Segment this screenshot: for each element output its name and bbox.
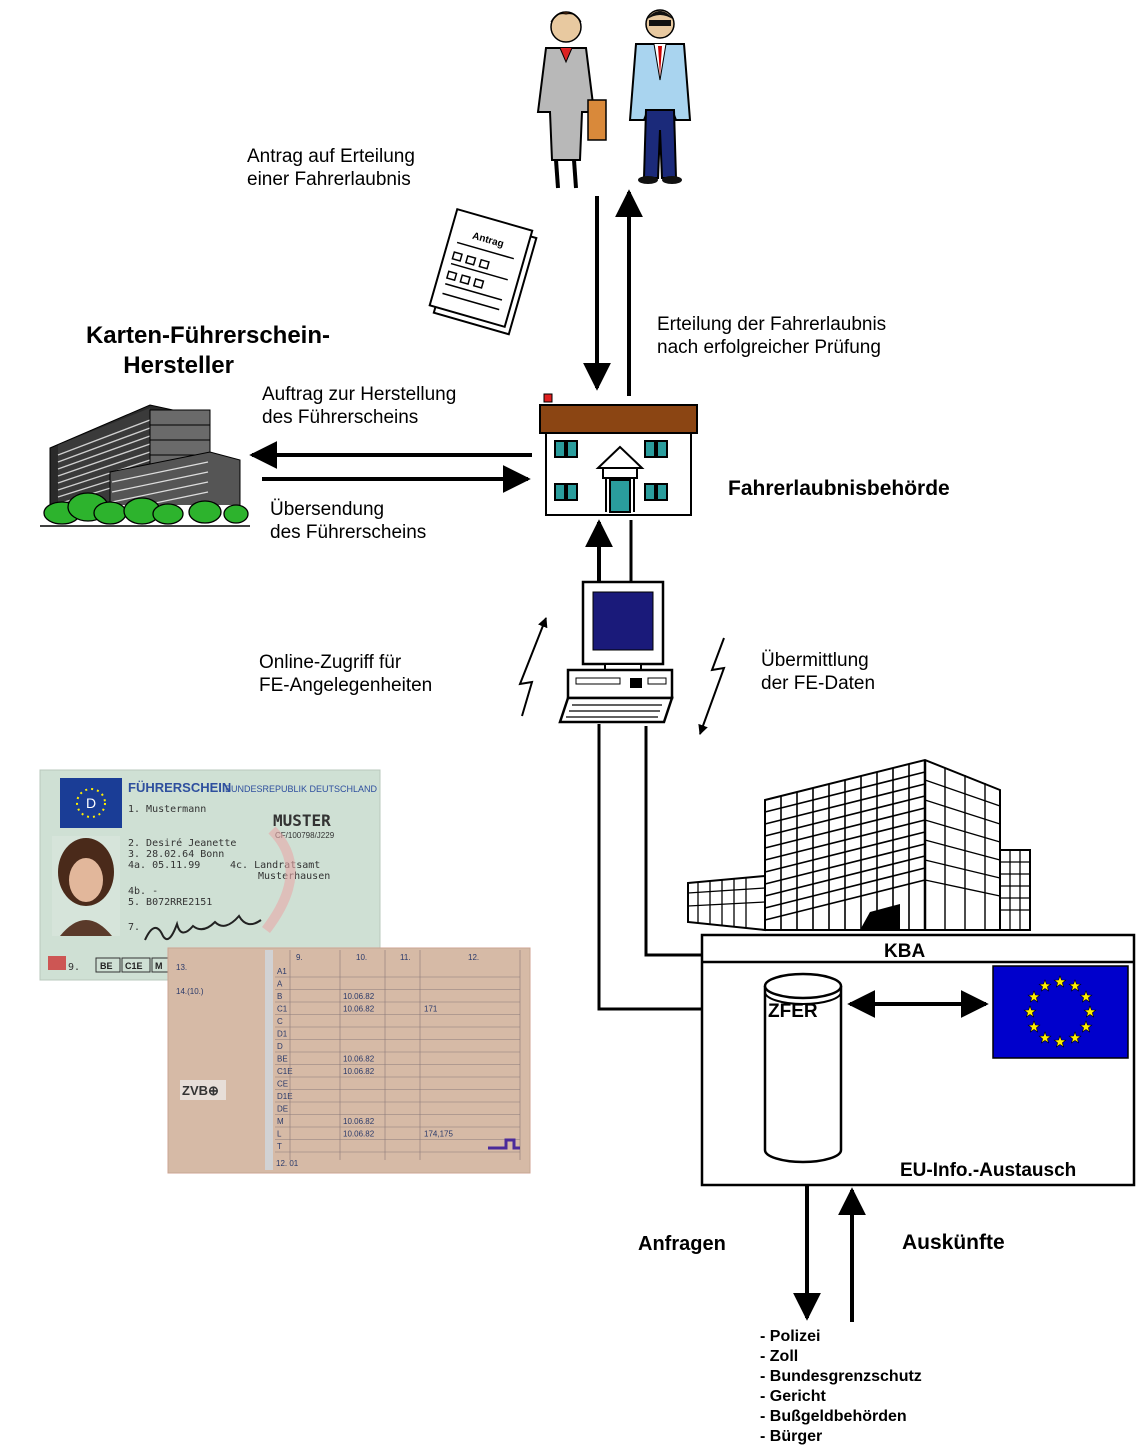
- anfragen-label: Anfragen: [638, 1233, 726, 1255]
- eu-star-icon: [1038, 979, 1052, 992]
- eu-star-icon: [1079, 1020, 1093, 1033]
- license-category-label: M: [277, 1117, 284, 1126]
- antrag-label: Antrag auf Erteilung einer Fahrerlaubnis: [247, 146, 415, 190]
- computer-to-zfer-arrow-1: [597, 724, 735, 1020]
- recipient-item: - Polizei: [760, 1328, 821, 1345]
- license-category-label: DE: [277, 1105, 288, 1114]
- lightning-transfer-icon: [698, 637, 726, 735]
- eu-star-icon: [1068, 1031, 1082, 1044]
- recipient-item: - Gericht: [760, 1388, 826, 1405]
- license-date-label: 10.06.82: [343, 1117, 375, 1126]
- application-document-icon: Antrag: [428, 207, 538, 336]
- recipient-item: - Bundesgrenzschutz: [760, 1368, 922, 1385]
- license-note-label: 171: [424, 1005, 438, 1014]
- license-category-label: C: [277, 1017, 283, 1026]
- eu-exchange-label: EU-Info.-Austausch: [900, 1160, 1076, 1181]
- manufacturer-title: Karten-Führerschein- Hersteller: [85, 322, 330, 379]
- recipient-item: - Bußgeldbehörden: [760, 1408, 907, 1425]
- svg-text:14.(10.): 14.(10.): [176, 987, 204, 996]
- svg-text:1. Mustermann: 1. Mustermann: [128, 804, 206, 815]
- computer-icon: [558, 580, 674, 724]
- kba-title: KBA: [884, 941, 925, 962]
- auftrag-label: Auftrag zur Herstellung des Führerschein…: [262, 384, 457, 428]
- svg-text:CF/100798/J229: CF/100798/J229: [275, 831, 335, 840]
- eu-star-icon: [1038, 1031, 1052, 1044]
- eu-flag-icon: [992, 965, 1129, 1059]
- eu-star-icon: [1068, 979, 1082, 992]
- eu-star-icon: [1023, 1005, 1037, 1018]
- license-category-label: CE: [277, 1080, 288, 1089]
- license-category-label: L: [277, 1130, 282, 1139]
- eu-star-icon: [1079, 990, 1093, 1003]
- license-date-label: 10.06.82: [343, 1067, 375, 1076]
- license-note-label: 174,175: [424, 1130, 453, 1139]
- license-date-label: 10.06.82: [343, 1055, 375, 1064]
- license-category-label: A1: [277, 967, 287, 976]
- svg-text:4c. Landratsamt: 4c. Landratsamt: [230, 860, 320, 871]
- citizens-icon: [536, 9, 692, 189]
- svg-text:BE: BE: [100, 961, 113, 971]
- license-category-label: C1E: [277, 1067, 293, 1076]
- svg-text:C1E: C1E: [125, 961, 143, 971]
- erteilung-label: Erteilung der Fahrerlaubnis nach erfolgr…: [657, 314, 887, 358]
- license-date-label: 10.06.82: [343, 992, 375, 1001]
- svg-text:3. 28.02.64 Bonn: 3. 28.02.64 Bonn: [128, 849, 224, 860]
- license-category-label: B: [277, 992, 282, 1001]
- auskuenfte-label: Auskünfte: [902, 1231, 1005, 1254]
- svg-text:13.: 13.: [176, 963, 187, 972]
- svg-text:9.: 9.: [296, 953, 303, 962]
- license-date-label: 10.06.82: [343, 1005, 375, 1014]
- svg-text:4a. 05.11.99: 4a. 05.11.99: [128, 860, 200, 871]
- license-category-label: D: [277, 1042, 283, 1051]
- license-category-label: D1: [277, 1030, 288, 1039]
- svg-text:MUSTER: MUSTER: [273, 811, 331, 830]
- svg-text:10.: 10.: [356, 953, 367, 962]
- svg-text:12.: 12.: [468, 953, 479, 962]
- svg-text:9.: 9.: [68, 962, 80, 973]
- eu-star-icon: [1027, 1020, 1041, 1033]
- driving-license-front: D FÜHRERSCHEIN BUNDESREPUBLIK DEUTSCHLAN…: [39, 769, 381, 981]
- license-category-label: BE: [277, 1055, 288, 1064]
- eu-star-icon: [1083, 1005, 1097, 1018]
- svg-text:FÜHRERSCHEIN: FÜHRERSCHEIN: [128, 780, 231, 795]
- license-category-label: D1E: [277, 1092, 293, 1101]
- svg-text:BUNDESREPUBLIK DEUTSCHLAND: BUNDESREPUBLIK DEUTSCHLAND: [225, 784, 378, 794]
- svg-text:5. B072RRE2151: 5. B072RRE2151: [128, 897, 212, 908]
- recipient-item: - Zoll: [760, 1348, 799, 1365]
- license-category-label: C1: [277, 1005, 288, 1014]
- zfer-label: ZFER: [768, 1001, 818, 1022]
- licensing-office-title: Fahrerlaubnisbehörde: [728, 477, 950, 500]
- lightning-online-icon: [518, 617, 548, 717]
- recipient-item: - Bürger: [760, 1428, 823, 1445]
- svg-text:M: M: [155, 961, 163, 971]
- diagram-canvas: Antrag: [39, 9, 1136, 1322]
- svg-text:12. 01: 12. 01: [276, 1159, 299, 1168]
- eu-star-icon: [1027, 990, 1041, 1003]
- recipients-list: - Polizei - Zoll - Bundesgrenzschutz - G…: [760, 1327, 922, 1447]
- licensing-office-icon: [539, 393, 698, 516]
- license-date-label: 10.06.82: [343, 1130, 375, 1139]
- svg-text:ZVB⊕: ZVB⊕: [182, 1083, 219, 1098]
- license-category-label: T: [277, 1142, 282, 1151]
- uebersendung-label: Übersendung des Führerscheins: [270, 499, 427, 543]
- svg-text:11.: 11.: [400, 953, 411, 962]
- kba-building-icon: [687, 758, 1031, 932]
- manufacturer-building-icon: [40, 404, 250, 527]
- svg-text:7.: 7.: [128, 922, 140, 933]
- svg-text:2. Desiré Jeanette: 2. Desiré Jeanette: [128, 837, 236, 849]
- svg-text:D: D: [86, 795, 96, 811]
- eu-star-icon: [1053, 1035, 1067, 1048]
- data-transfer-label: Übermittlung der FE-Daten: [761, 650, 876, 694]
- eu-star-icon: [1053, 975, 1067, 988]
- online-access-label: Online-Zugriff für FE-Angelegenheiten: [259, 652, 433, 696]
- svg-text:4b. -: 4b. -: [128, 886, 158, 897]
- license-category-label: A: [277, 980, 283, 989]
- zfer-database-icon: [763, 972, 843, 1164]
